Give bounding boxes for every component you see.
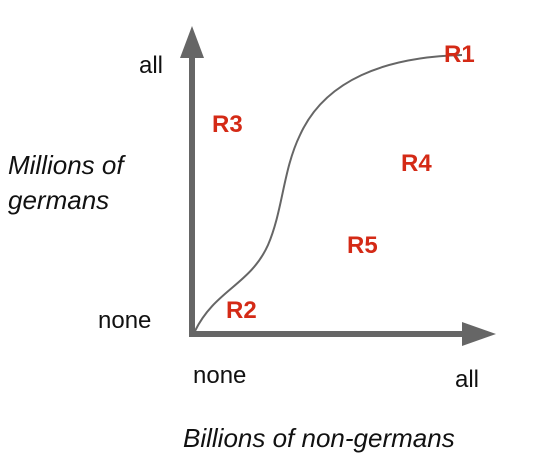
y-axis-arrowhead xyxy=(180,26,204,58)
x-axis-arrowhead xyxy=(462,322,496,346)
y-min-label: none xyxy=(98,307,152,334)
region-label-r2: R2 xyxy=(226,297,257,324)
y-axis-title-line1: Millions of xyxy=(8,150,124,180)
x-axis-title: Billions of non-germans xyxy=(183,423,455,453)
x-max-label: all xyxy=(455,366,480,393)
s-curve xyxy=(194,54,463,332)
region-label-r3: R3 xyxy=(212,111,243,138)
region-label-r5: R5 xyxy=(347,232,378,259)
x-min-label: none xyxy=(193,362,247,389)
y-axis-title-line2: germans xyxy=(8,185,110,215)
region-label-r1: R1 xyxy=(444,41,475,68)
region-label-r4: R4 xyxy=(401,150,432,177)
y-max-label: all xyxy=(139,52,164,79)
